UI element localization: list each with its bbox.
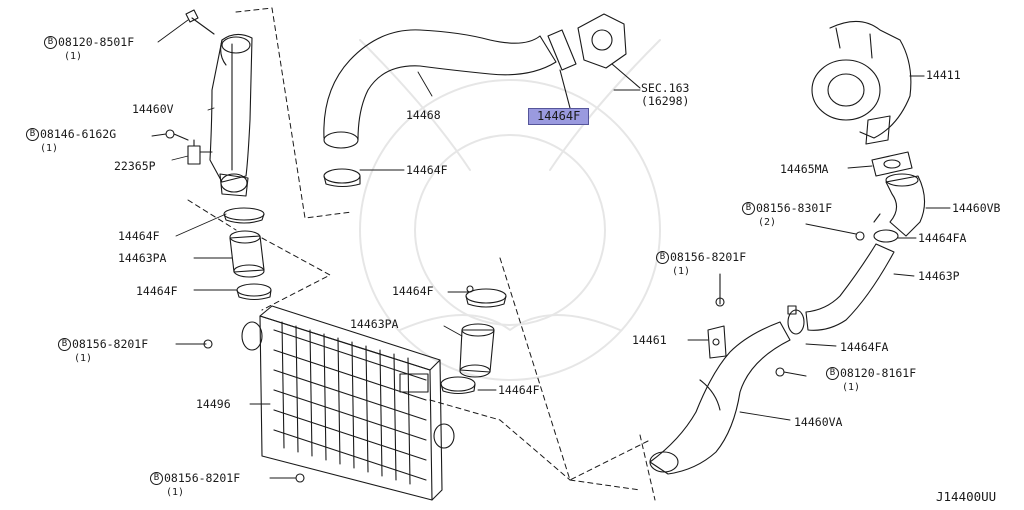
section-code: SEC.163 [641,81,690,95]
label-14464F-left-bottom: 14464F [136,284,178,298]
part-14464F-clamp-middle-bottom [440,376,476,395]
bolt-08120-8161F [775,367,807,377]
part-qty: (1) [74,353,93,364]
label-14464FA-upper: 14464FA [918,231,967,245]
part-14464F-clamp-left-top [223,207,265,224]
bolt-b-icon: B [44,36,57,49]
bolt-b-icon: B [26,128,39,141]
label-14461: 14461 [632,333,667,347]
label-14465MA: 14465MA [780,162,829,176]
label-14411: 14411 [926,68,961,82]
label-14464F-middle-bottom: 14464F [498,383,540,397]
part-14464F-clamp-left-bottom [236,283,272,301]
label-leaders [151,19,951,421]
label-14464F-highlighted[interactable]: 14464F [528,108,590,125]
part-14463PA-hose-middle [459,323,495,378]
bolt-08156-left-bottom [269,473,305,483]
part-14465MA-gasket [871,151,913,177]
part-code: 08120-8501F [58,35,135,49]
bolt-b-icon: B [656,251,669,264]
part-14464FA-clamp-lower [787,305,805,335]
section-ref: (16298) [641,94,690,108]
bolt-b-icon: B [826,367,839,380]
part-qty: (1) [64,51,83,62]
part-14464F-clamp-middle-top [465,285,507,308]
part-14463P-hose [805,243,895,331]
part-code: 08156-8301F [756,201,833,215]
part-14468-hose [323,29,557,149]
label-14464F-middle-top: 14464F [392,284,434,298]
part-14460VA-pipe [649,321,791,475]
part-14461-bracket [707,325,727,359]
part-code: 08156-8201F [670,250,747,264]
part-14460VB-elbow [885,173,926,237]
label-14463PA-middle: 14463PA [350,317,399,331]
dashed-leader-lines [187,7,656,501]
part-qty: (1) [842,382,861,393]
label-14460V: 14460V [132,102,174,116]
label-14468: 14468 [406,108,441,122]
part-14464FA-clamp-upper [873,229,899,243]
bolt-08146 [165,129,189,141]
bolt-08156-8301F [805,213,881,241]
part-code: 08156-8201F [72,337,149,351]
part-code: 08156-8201F [164,471,241,485]
part-code: 08120-8161F [840,366,917,380]
label-14464F-upper: 14464F [406,163,448,177]
part-14463PA-hose-left [229,230,265,278]
part-qty: (1) [166,487,185,498]
part-qty: (2) [758,217,777,228]
bolt-b-icon: B [150,472,163,485]
watermark-emblem [359,39,661,381]
label-22365P: 22365P [114,159,156,173]
bolt-b-icon: B [58,338,71,351]
bolt-08156-left-top [175,339,213,349]
label-14464F-left-top: 14464F [118,229,160,243]
part-14464F-clamp-upper [323,168,361,188]
part-14411-turbocharger [811,20,925,145]
part-22365P-sensor [187,139,213,165]
bolt-b-icon: B [742,202,755,215]
label-sec163: SEC.163 (16298) [641,82,689,108]
throttle-body-sec163 [577,13,641,89]
label-14460VB: 14460VB [952,201,1001,215]
label-14464FA-lower: 14464FA [840,340,889,354]
label-14496: 14496 [196,397,231,411]
part-qty: (1) [672,266,691,277]
label-14460VA: 14460VA [794,415,843,429]
part-14464F-clamp-highlighted [547,29,577,109]
bolt-08156-8201F-right [715,273,725,307]
diagram-code: J14400UU [936,489,997,504]
part-code: 08146-6162G [40,127,117,141]
part-14460V-pipe [185,9,253,197]
label-14463P: 14463P [918,269,960,283]
part-14496-intercooler [241,305,455,501]
part-qty: (1) [40,143,59,154]
label-14463PA-left: 14463PA [118,251,167,265]
